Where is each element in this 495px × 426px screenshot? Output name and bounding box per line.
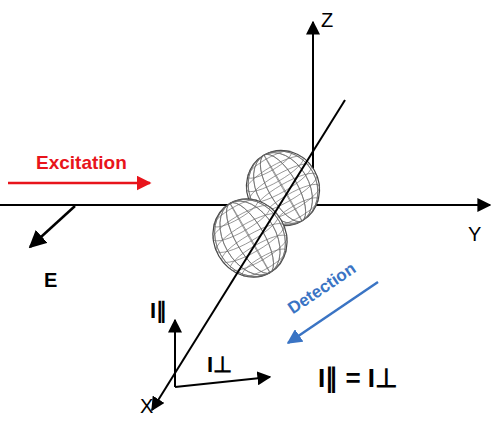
intensity-label: I⊥ xyxy=(207,354,232,376)
equality-label: I∥ = I⊥ xyxy=(318,365,398,391)
e-field-arrow xyxy=(30,206,75,247)
parallel-axis xyxy=(174,320,176,387)
excitation-label: Excitation xyxy=(36,153,127,172)
x-axis xyxy=(152,100,345,410)
field-label: E xyxy=(44,270,57,290)
excitation-arrow xyxy=(8,182,150,185)
dipole-emission-lobes xyxy=(199,137,333,291)
axis-label: Z xyxy=(321,10,333,30)
intensity-label: I∥ xyxy=(150,300,167,322)
detection-label: Detection xyxy=(285,260,359,317)
axis-label: Y xyxy=(468,224,481,244)
perpendicular-axis xyxy=(175,377,270,387)
axis-label: X xyxy=(140,396,153,416)
